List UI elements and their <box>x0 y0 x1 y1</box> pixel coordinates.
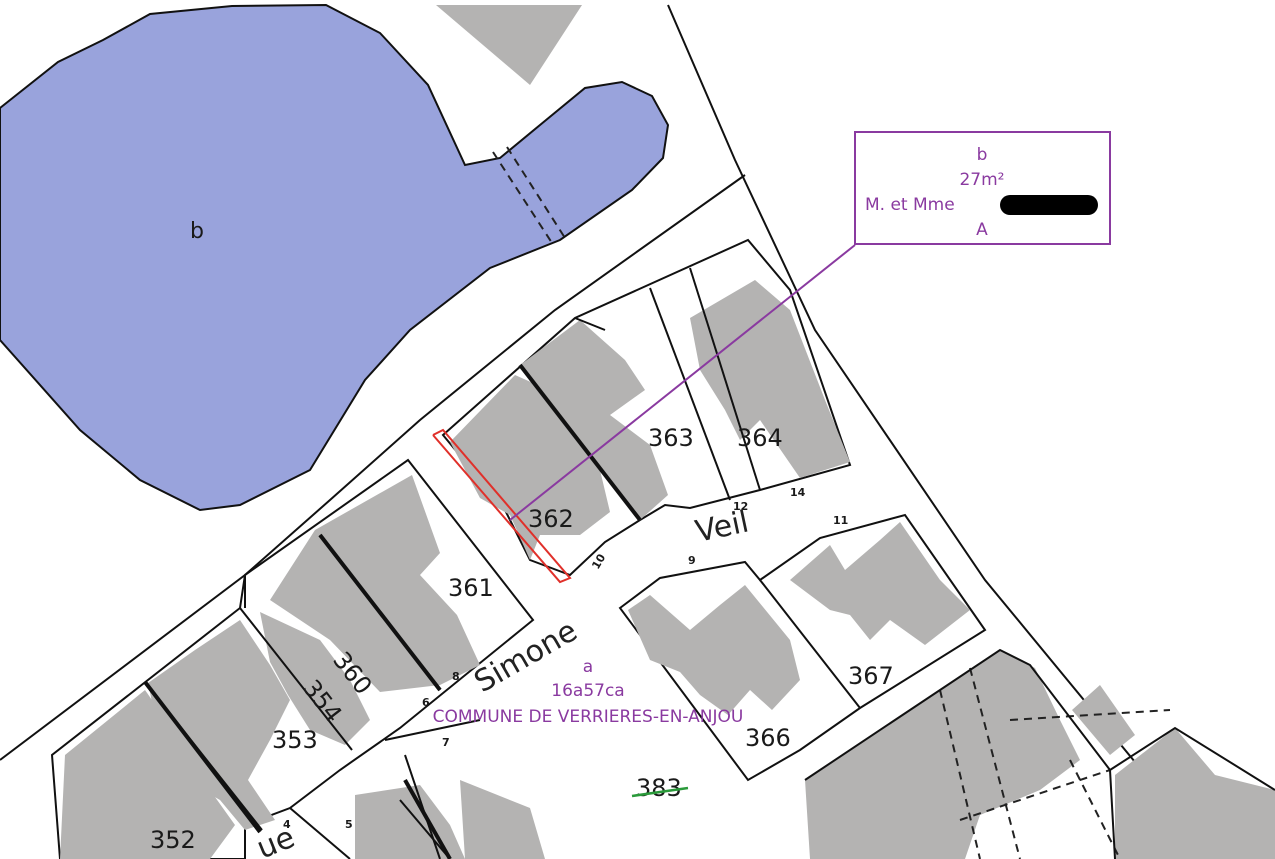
water-parcel-b <box>0 3 670 512</box>
callout-line-4: A <box>976 220 988 240</box>
parcel-dividers-upper <box>574 267 761 501</box>
building-top <box>436 5 582 85</box>
commune-line-3: COMMUNE DE VERRIERES-EN-ANJOU <box>433 707 744 727</box>
commune-line-2: 16a57ca <box>551 681 624 701</box>
dashed-bottom-right <box>939 667 1171 859</box>
parcel-number-353: 353 <box>272 726 318 754</box>
thick-dividers-upper <box>518 363 642 522</box>
parcel-number-364: 364 <box>737 424 783 452</box>
buildings-upper <box>450 280 850 560</box>
house-number-7: 7 <box>442 736 450 749</box>
thick-dividers <box>143 533 452 859</box>
dashed-channel <box>492 146 566 244</box>
highlighted-strip <box>432 428 572 584</box>
buildings-bottom-right <box>805 650 1275 859</box>
callout-box <box>854 131 1111 245</box>
commune-line-1: a <box>583 657 593 677</box>
house-number-6: 6 <box>422 696 430 709</box>
strike-383 <box>631 786 689 798</box>
parcel-dividers-right <box>759 579 861 709</box>
house-number-5: 5 <box>345 818 353 831</box>
parcel-number-383: 383 <box>636 774 682 802</box>
parcel-number-367: 367 <box>848 662 894 690</box>
parcel-number-352: 352 <box>150 826 196 854</box>
parcel-number-366: 366 <box>745 724 791 752</box>
redaction-bar <box>1000 195 1098 215</box>
house-number-8: 8 <box>452 670 460 683</box>
callout-leader-line <box>509 244 856 521</box>
house-number-4: 4 <box>283 818 291 831</box>
house-number-12: 12 <box>733 500 748 513</box>
street-label-veil: Veil <box>692 505 751 550</box>
house-number-9: 9 <box>688 554 696 567</box>
parcel-number-361: 361 <box>448 574 494 602</box>
water-parcel-label: b <box>190 219 204 244</box>
buildings-right <box>628 522 970 715</box>
parcel-number-363: 363 <box>648 424 694 452</box>
house-number-11: 11 <box>833 514 848 527</box>
callout-line-1: b <box>977 145 988 165</box>
parcel-number-362: 362 <box>528 505 574 533</box>
outline-bottom-right <box>804 648 1275 859</box>
house-number-14: 14 <box>790 486 806 499</box>
callout-line-2: 27m² <box>959 170 1004 190</box>
callout-line-3: M. et Mme <box>865 195 955 215</box>
